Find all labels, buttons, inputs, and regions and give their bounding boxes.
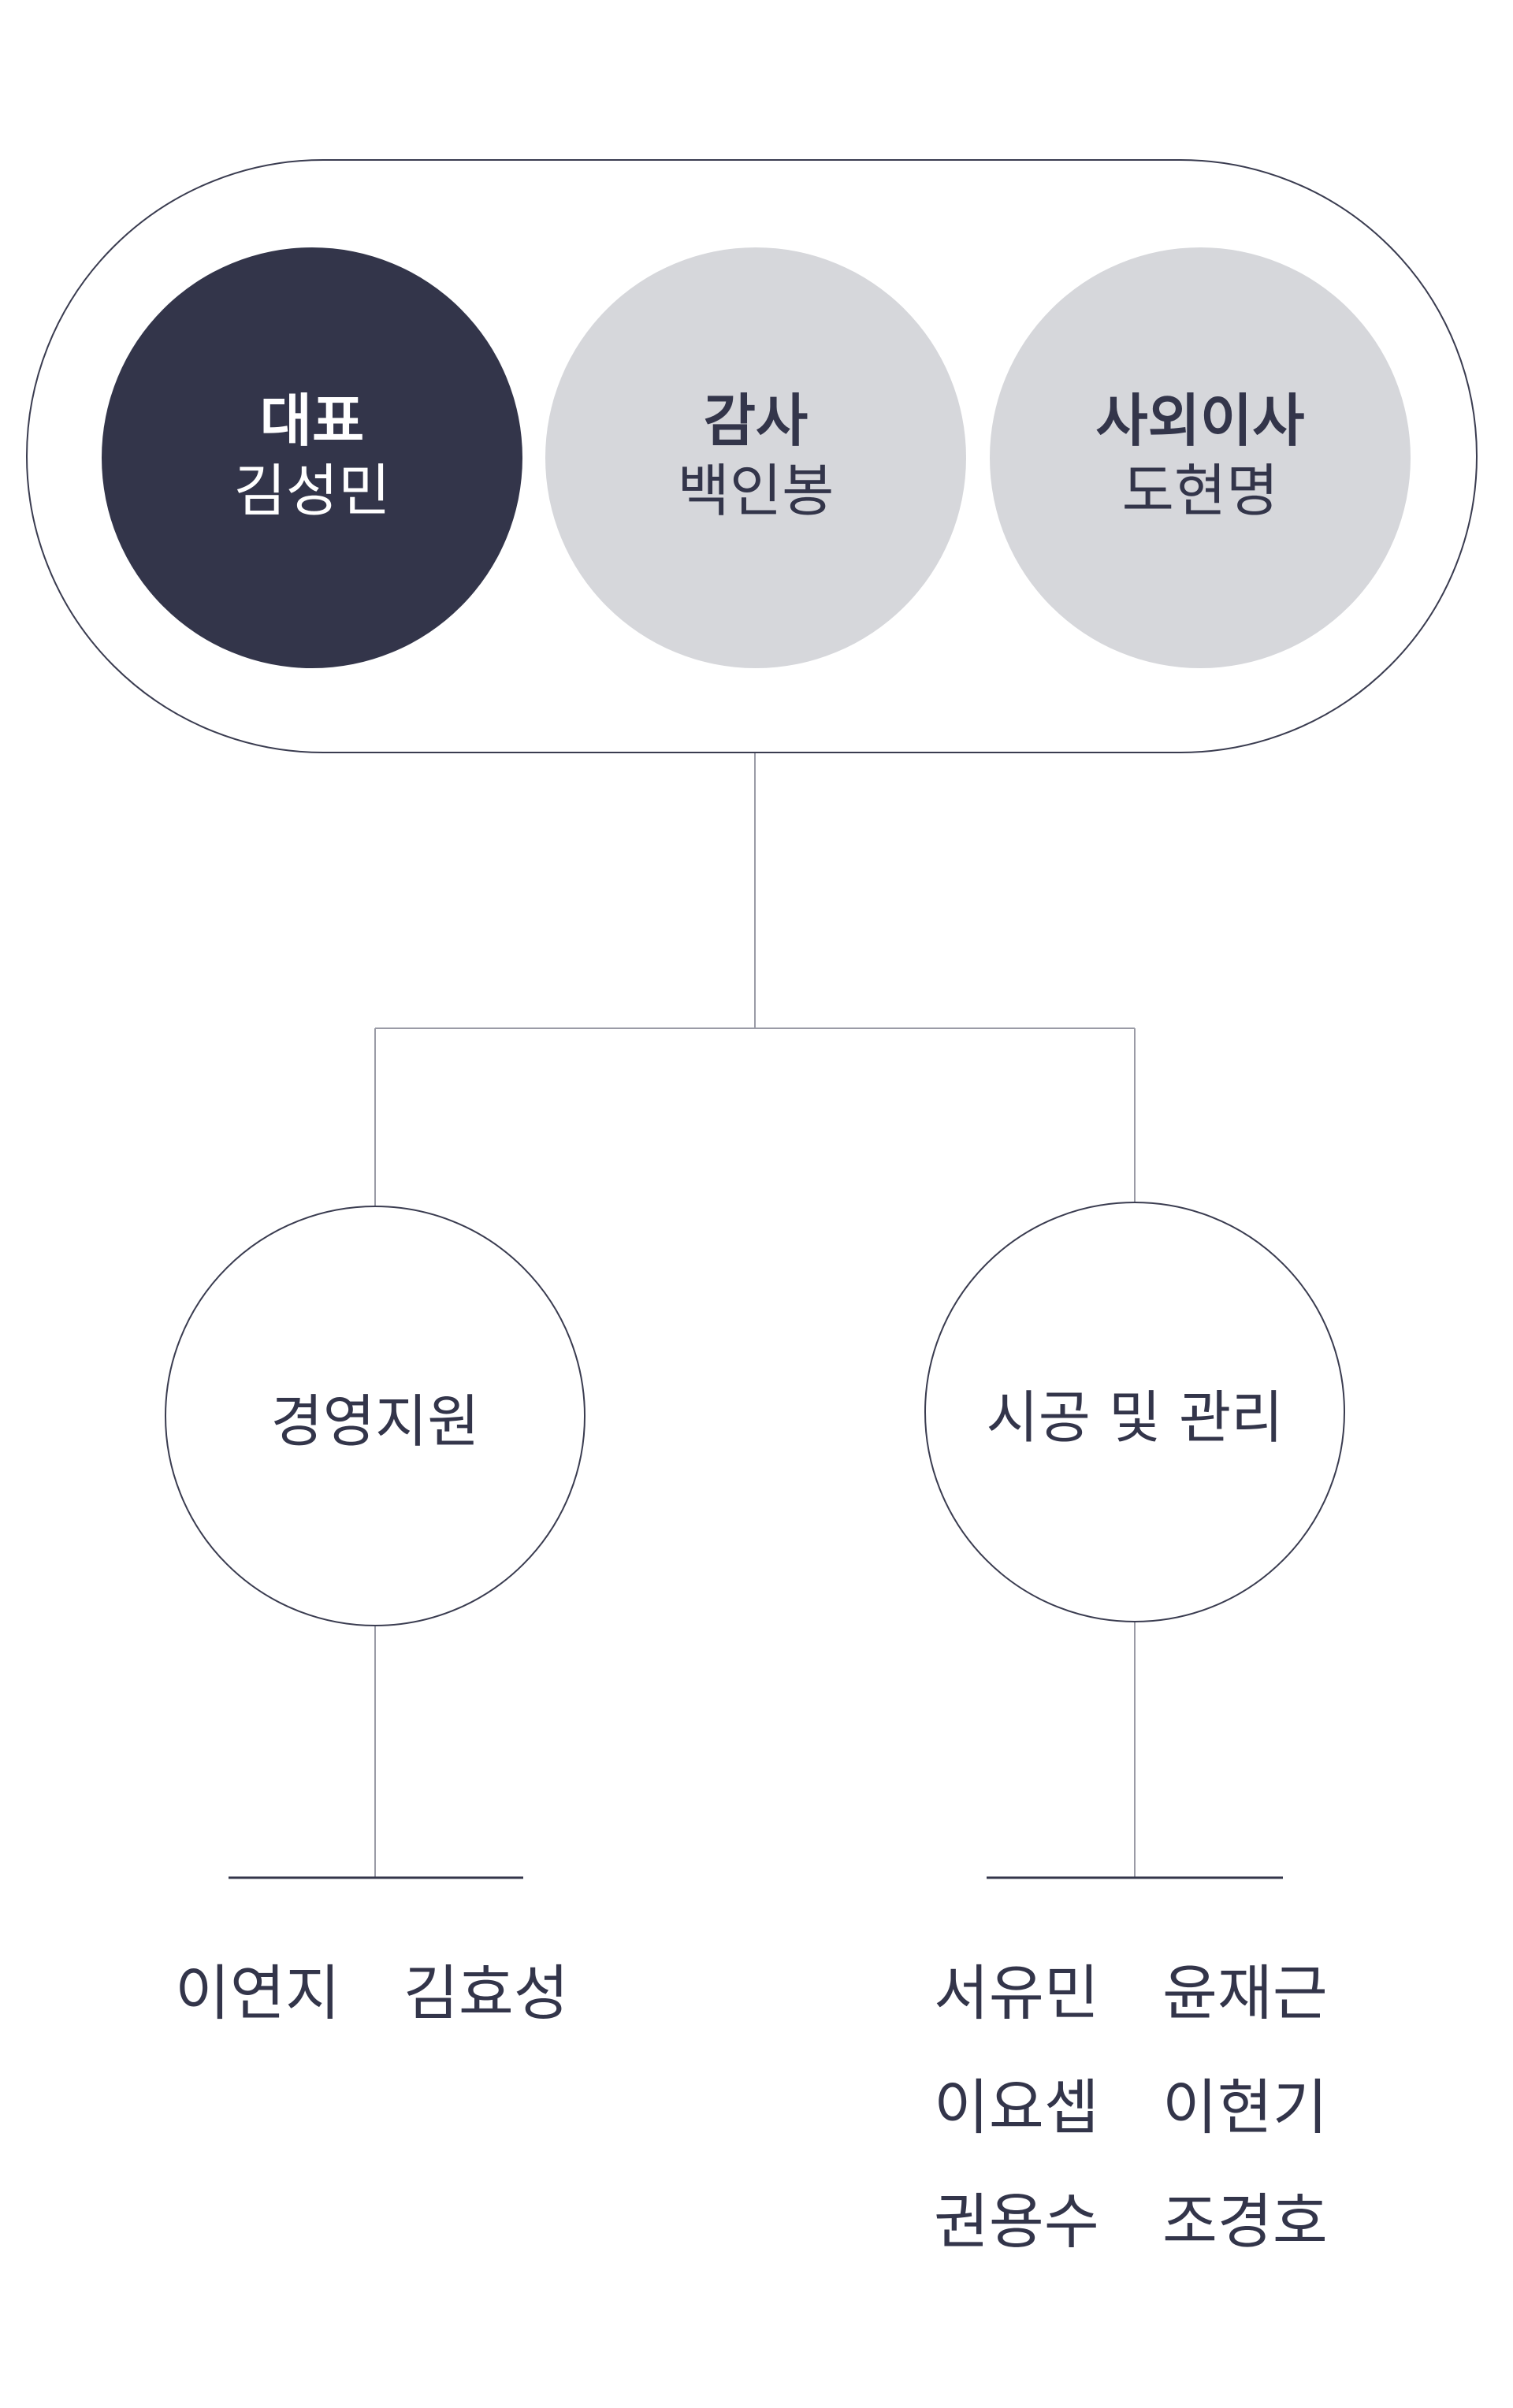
- dept-construction-management: 시공 및 관리: [924, 1202, 1345, 1622]
- management-support-members: 이연지 김효성: [175, 1936, 632, 2050]
- member-row: 이요셉 이현기: [934, 2050, 1391, 2165]
- ceo-role: 대표: [259, 388, 365, 454]
- outside-director-name: 도현명: [1121, 458, 1279, 525]
- auditor-node: 감사 백인봉: [545, 247, 966, 668]
- member-row: 서유민 윤재근: [934, 1936, 1391, 2050]
- member-name: 조경호: [1162, 2187, 1328, 2257]
- member-row: 권용수 조경호: [934, 2165, 1391, 2279]
- member-name: 서유민: [934, 1958, 1099, 2028]
- auditor-name: 백인봉: [677, 458, 835, 525]
- member-name: 윤재근: [1162, 1958, 1328, 2028]
- ceo-name: 김성민: [233, 458, 391, 525]
- auditor-role: 감사: [703, 388, 809, 454]
- member-name: 이연지: [175, 1958, 340, 2028]
- ceo-node: 대표 김성민: [102, 247, 522, 668]
- member-name: 김효성: [403, 1958, 569, 2028]
- member-name: 이현기: [1162, 2072, 1328, 2142]
- member-row: 이연지 김효성: [175, 1936, 632, 2050]
- outside-director-node: 사외이사 도현명: [990, 247, 1411, 668]
- member-name: 이요셉: [934, 2072, 1099, 2142]
- construction-management-members: 서유민 윤재근 이요셉 이현기 권용수 조경호: [934, 1936, 1391, 2279]
- dept-management-support: 경영지원: [165, 1206, 585, 1626]
- outside-director-role: 사외이사: [1095, 388, 1305, 454]
- member-name: 권용수: [934, 2187, 1099, 2257]
- dept-label: 시공 및 관리: [986, 1384, 1284, 1451]
- dept-label: 경영지원: [270, 1388, 480, 1455]
